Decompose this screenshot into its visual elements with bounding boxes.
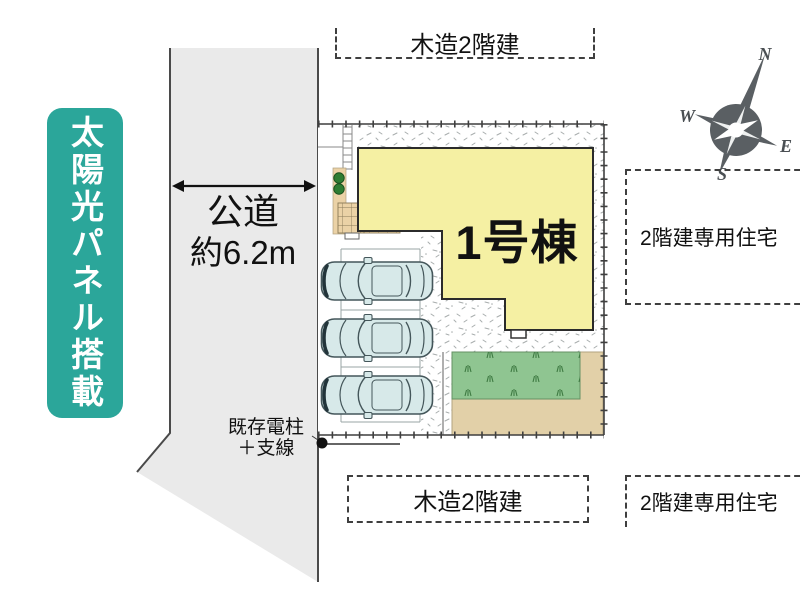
neighbor-box-right-lower: 2階建専用住宅: [625, 475, 800, 527]
arrow-left-icon: [172, 180, 184, 192]
road-width-arrow: [172, 180, 316, 192]
neighbor-bottom-label: 木造2階建: [413, 488, 523, 516]
pole-label: 既存電柱 ＋支線: [220, 417, 312, 459]
entrance-step: [510, 329, 527, 339]
road-edge-left: [136, 48, 171, 473]
shrub-icon: [333, 183, 345, 195]
planting-strip: [332, 167, 347, 235]
compass-w-label: W: [679, 106, 697, 126]
compass-icon: N W E S: [679, 44, 792, 184]
building-1: [357, 147, 594, 339]
utility-pole: [311, 435, 400, 449]
neighbor-top-label: 木造2階建: [410, 32, 520, 59]
compass-e-label: E: [779, 136, 792, 156]
garden-area: [442, 351, 604, 436]
road-surface: [137, 48, 318, 582]
pole-label-line1: 既存電柱: [227, 417, 304, 438]
neighbor-box-top: 木造2階建: [335, 28, 595, 59]
car-icon: [319, 312, 435, 364]
road-area: [136, 48, 319, 582]
neighbor-box-bottom: 木造2階建: [347, 475, 589, 523]
building-footprint: [357, 147, 594, 331]
building-number-label: 1号棟: [455, 216, 579, 269]
porch-step: [344, 232, 360, 240]
entrance-steps: [318, 125, 353, 170]
shrub-icon: [333, 172, 345, 184]
road-width-value: 約6.2m: [189, 234, 297, 272]
arrow-right-icon: [304, 180, 316, 192]
pole-dot-icon: [316, 437, 328, 449]
compass-n-label: N: [758, 44, 773, 64]
road-name: 公道: [206, 191, 279, 232]
lawn-texture: [452, 352, 580, 399]
neighbor-right-upper-label: 2階建専用住宅: [640, 227, 778, 250]
solar-panel-badge: 太陽光パネル搭載: [47, 108, 123, 418]
solar-panel-badge-label: 太陽光パネル搭載: [66, 115, 104, 411]
site-boundary: [318, 120, 608, 439]
road-label: 公道 約6.2m: [168, 191, 318, 272]
car-icon: [319, 369, 435, 421]
parked-cars: [319, 255, 435, 421]
compass-s-label: S: [717, 164, 727, 184]
pole-label-line2: ＋支線: [237, 438, 295, 459]
neighbor-box-right-upper: 2階建専用住宅: [625, 169, 800, 305]
neighbor-right-lower-label: 2階建専用住宅: [640, 492, 778, 515]
car-icon: [319, 255, 435, 307]
